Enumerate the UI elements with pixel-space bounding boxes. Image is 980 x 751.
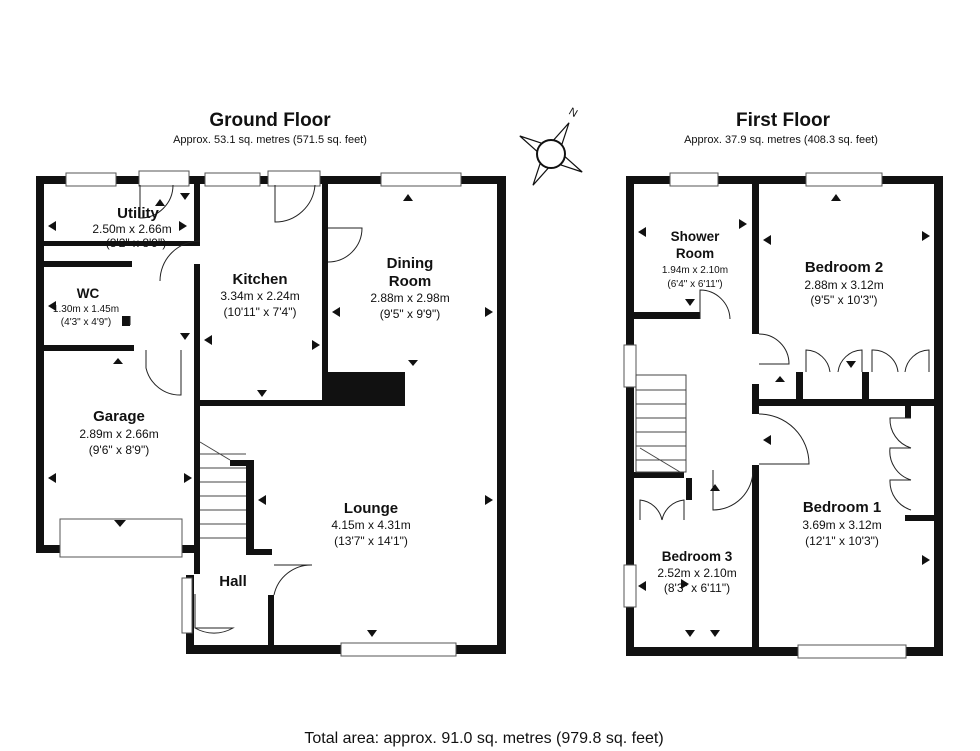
shower-imperial: (6'4" x 6'11") — [667, 279, 722, 290]
ground-floor-title: Ground Floor — [209, 110, 331, 131]
wc-metric: 1.30m x 1.45m — [53, 304, 119, 315]
lounge-imperial: (13'7" x 14'1") — [334, 534, 408, 548]
lounge-name: Lounge — [344, 500, 398, 517]
ground-floor-labels: Ground Floor Approx. 53.1 sq. metres (57… — [53, 110, 450, 590]
bedroom2-name: Bedroom 2 — [805, 259, 883, 276]
bedroom3-metric: 2.52m x 2.10m — [657, 566, 736, 580]
dining-name-line1: Dining — [387, 255, 434, 272]
bedroom2-imperial: (9'5" x 10'3") — [810, 293, 877, 307]
dining-metric: 2.88m x 2.98m — [370, 291, 449, 305]
compass-icon — [519, 122, 583, 186]
first-floor-plan — [623, 172, 943, 659]
dining-imperial: (9'5" x 9'9") — [380, 307, 440, 321]
ground-floor-windows — [59, 170, 462, 657]
wc-name: WC — [77, 286, 100, 301]
shower-name-line1: Shower — [671, 229, 721, 244]
bedroom1-name: Bedroom 1 — [803, 499, 881, 516]
first-floor-windows — [623, 172, 907, 659]
kitchen-name: Kitchen — [232, 271, 287, 288]
first-floor-walls — [626, 176, 943, 656]
ground-floor-plan — [36, 170, 506, 657]
total-area: Total area: approx. 91.0 sq. metres (979… — [304, 730, 663, 747]
kitchen-imperial: (10'11" x 7'4") — [224, 305, 297, 319]
shower-metric: 1.94m x 2.10m — [662, 265, 728, 276]
bedroom3-name: Bedroom 3 — [662, 549, 733, 564]
ground-floor-area: Approx. 53.1 sq. metres (571.5 sq. feet) — [173, 134, 367, 146]
first-floor-area: Approx. 37.9 sq. metres (408.3 sq. feet) — [684, 134, 878, 146]
garage-metric: 2.89m x 2.66m — [79, 427, 158, 441]
wc-imperial: (4'3" x 4'9") — [61, 317, 111, 328]
first-floor-doors — [639, 289, 930, 521]
utility-name: Utility — [117, 205, 159, 222]
first-floor-stairs — [635, 374, 687, 473]
bedroom2-metric: 2.88m x 3.12m — [804, 278, 883, 292]
garage-name: Garage — [93, 408, 145, 425]
shower-name-line2: Room — [676, 246, 714, 261]
compass-north-label: N — [567, 106, 580, 120]
ground-floor-doors — [129, 184, 363, 634]
ground-floor-markers — [48, 193, 493, 637]
utility-imperial: (8'2" x 8'9") — [106, 236, 166, 250]
ground-floor-stairs — [199, 441, 246, 539]
bedroom1-imperial: (12'1" x 10'3") — [805, 534, 879, 548]
garage-imperial: (9'6" x 8'9") — [89, 443, 149, 457]
hall-name: Hall — [219, 573, 247, 590]
first-floor-title: First Floor — [736, 110, 831, 131]
utility-metric: 2.50m x 2.66m — [92, 222, 171, 236]
dining-name-line2: Room — [389, 273, 432, 290]
bedroom1-metric: 3.69m x 3.12m — [802, 518, 881, 532]
kitchen-metric: 3.34m x 2.24m — [220, 289, 299, 303]
first-floor-labels: First Floor Approx. 37.9 sq. metres (408… — [657, 110, 883, 595]
first-floor-markers — [638, 194, 930, 637]
bedroom3-imperial: (8'3" x 6'11") — [664, 581, 730, 595]
lounge-metric: 4.15m x 4.31m — [331, 518, 410, 532]
